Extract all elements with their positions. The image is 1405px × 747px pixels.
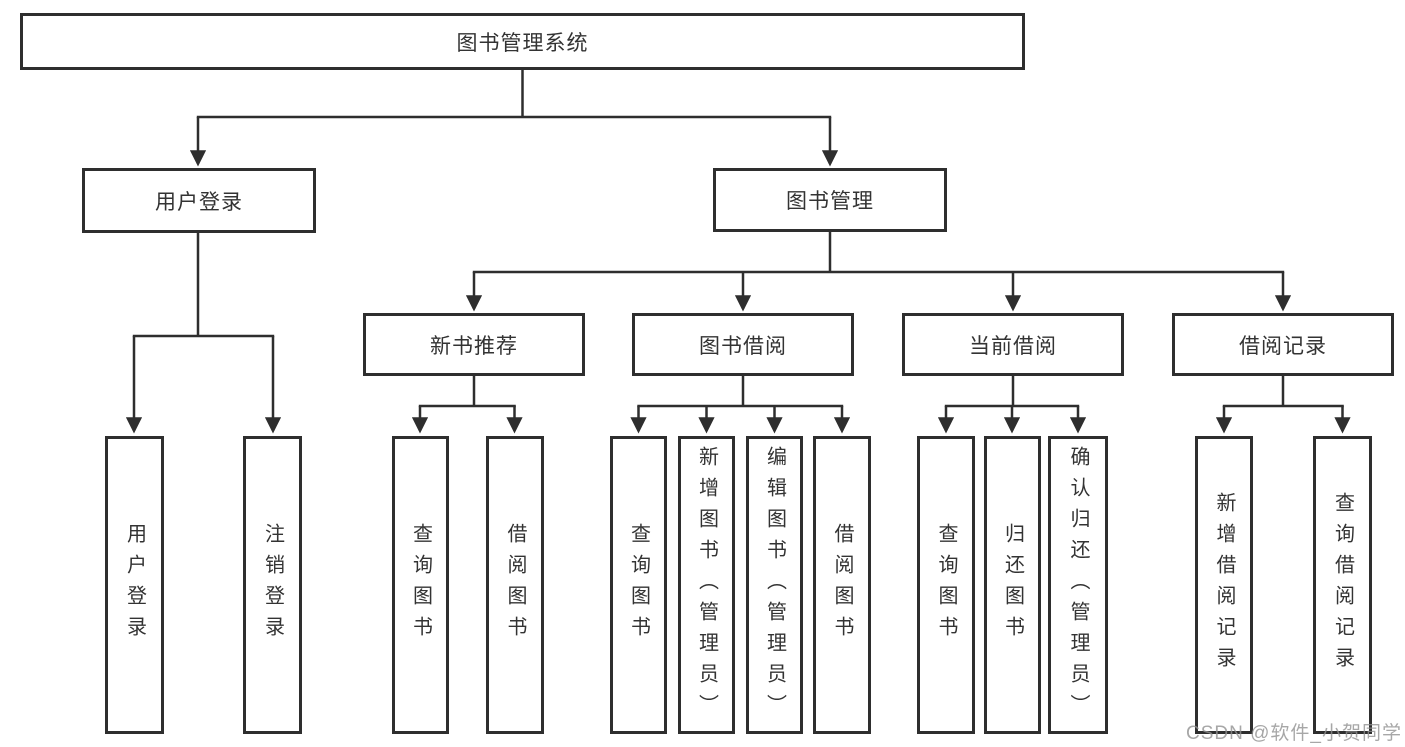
node-library-system: 图书管理系统 <box>20 13 1025 70</box>
node-leaf-borrow-books-recommend: 借阅图书 <box>486 436 544 734</box>
node-user-login: 用户登录 <box>82 168 316 233</box>
node-label: 注销登录 <box>261 523 284 647</box>
node-label: 查询图书 <box>409 523 432 647</box>
node-label: 借阅图书 <box>831 523 853 647</box>
node-label: 新增图书（管理员） <box>695 445 718 725</box>
node-leaf-confirm-return-admin: 确认归还（管理员） <box>1048 436 1108 734</box>
node-leaf-return-books: 归还图书 <box>984 436 1041 734</box>
node-leaf-edit-books-admin: 编辑图书（管理员） <box>746 436 803 734</box>
node-current-borrowing: 当前借阅 <box>902 313 1124 376</box>
node-leaf-add-books-admin: 新增图书（管理员） <box>678 436 735 734</box>
node-label: 新增借阅记录 <box>1213 492 1235 678</box>
node-leaf-user-login: 用户登录 <box>105 436 164 734</box>
node-leaf-query-borrow-record: 查询借阅记录 <box>1313 436 1372 734</box>
node-label: 归还图书 <box>1001 523 1024 647</box>
node-leaf-logout: 注销登录 <box>243 436 302 734</box>
node-label: 查询借阅记录 <box>1331 492 1354 678</box>
node-leaf-query-books-recommend: 查询图书 <box>392 436 449 734</box>
node-label: 查询图书 <box>627 523 650 647</box>
node-leaf-query-books-current: 查询图书 <box>917 436 975 734</box>
csdn-watermark: CSDN @软件_小贺同学 <box>1186 723 1402 744</box>
node-label: 借阅图书 <box>504 523 526 647</box>
node-leaf-borrow-books: 借阅图书 <box>813 436 871 734</box>
node-borrowing-records: 借阅记录 <box>1172 313 1394 376</box>
node-label: 编辑图书（管理员） <box>763 445 786 725</box>
node-label: 确认归还（管理员） <box>1067 445 1089 725</box>
node-leaf-query-books-borrowing: 查询图书 <box>610 436 667 734</box>
node-book-borrowing: 图书借阅 <box>632 313 854 376</box>
node-book-management: 图书管理 <box>713 168 947 232</box>
node-label: 查询图书 <box>935 523 957 647</box>
node-label: 用户登录 <box>123 523 146 647</box>
node-leaf-add-borrow-record: 新增借阅记录 <box>1195 436 1253 734</box>
node-new-book-recommend: 新书推荐 <box>363 313 585 376</box>
